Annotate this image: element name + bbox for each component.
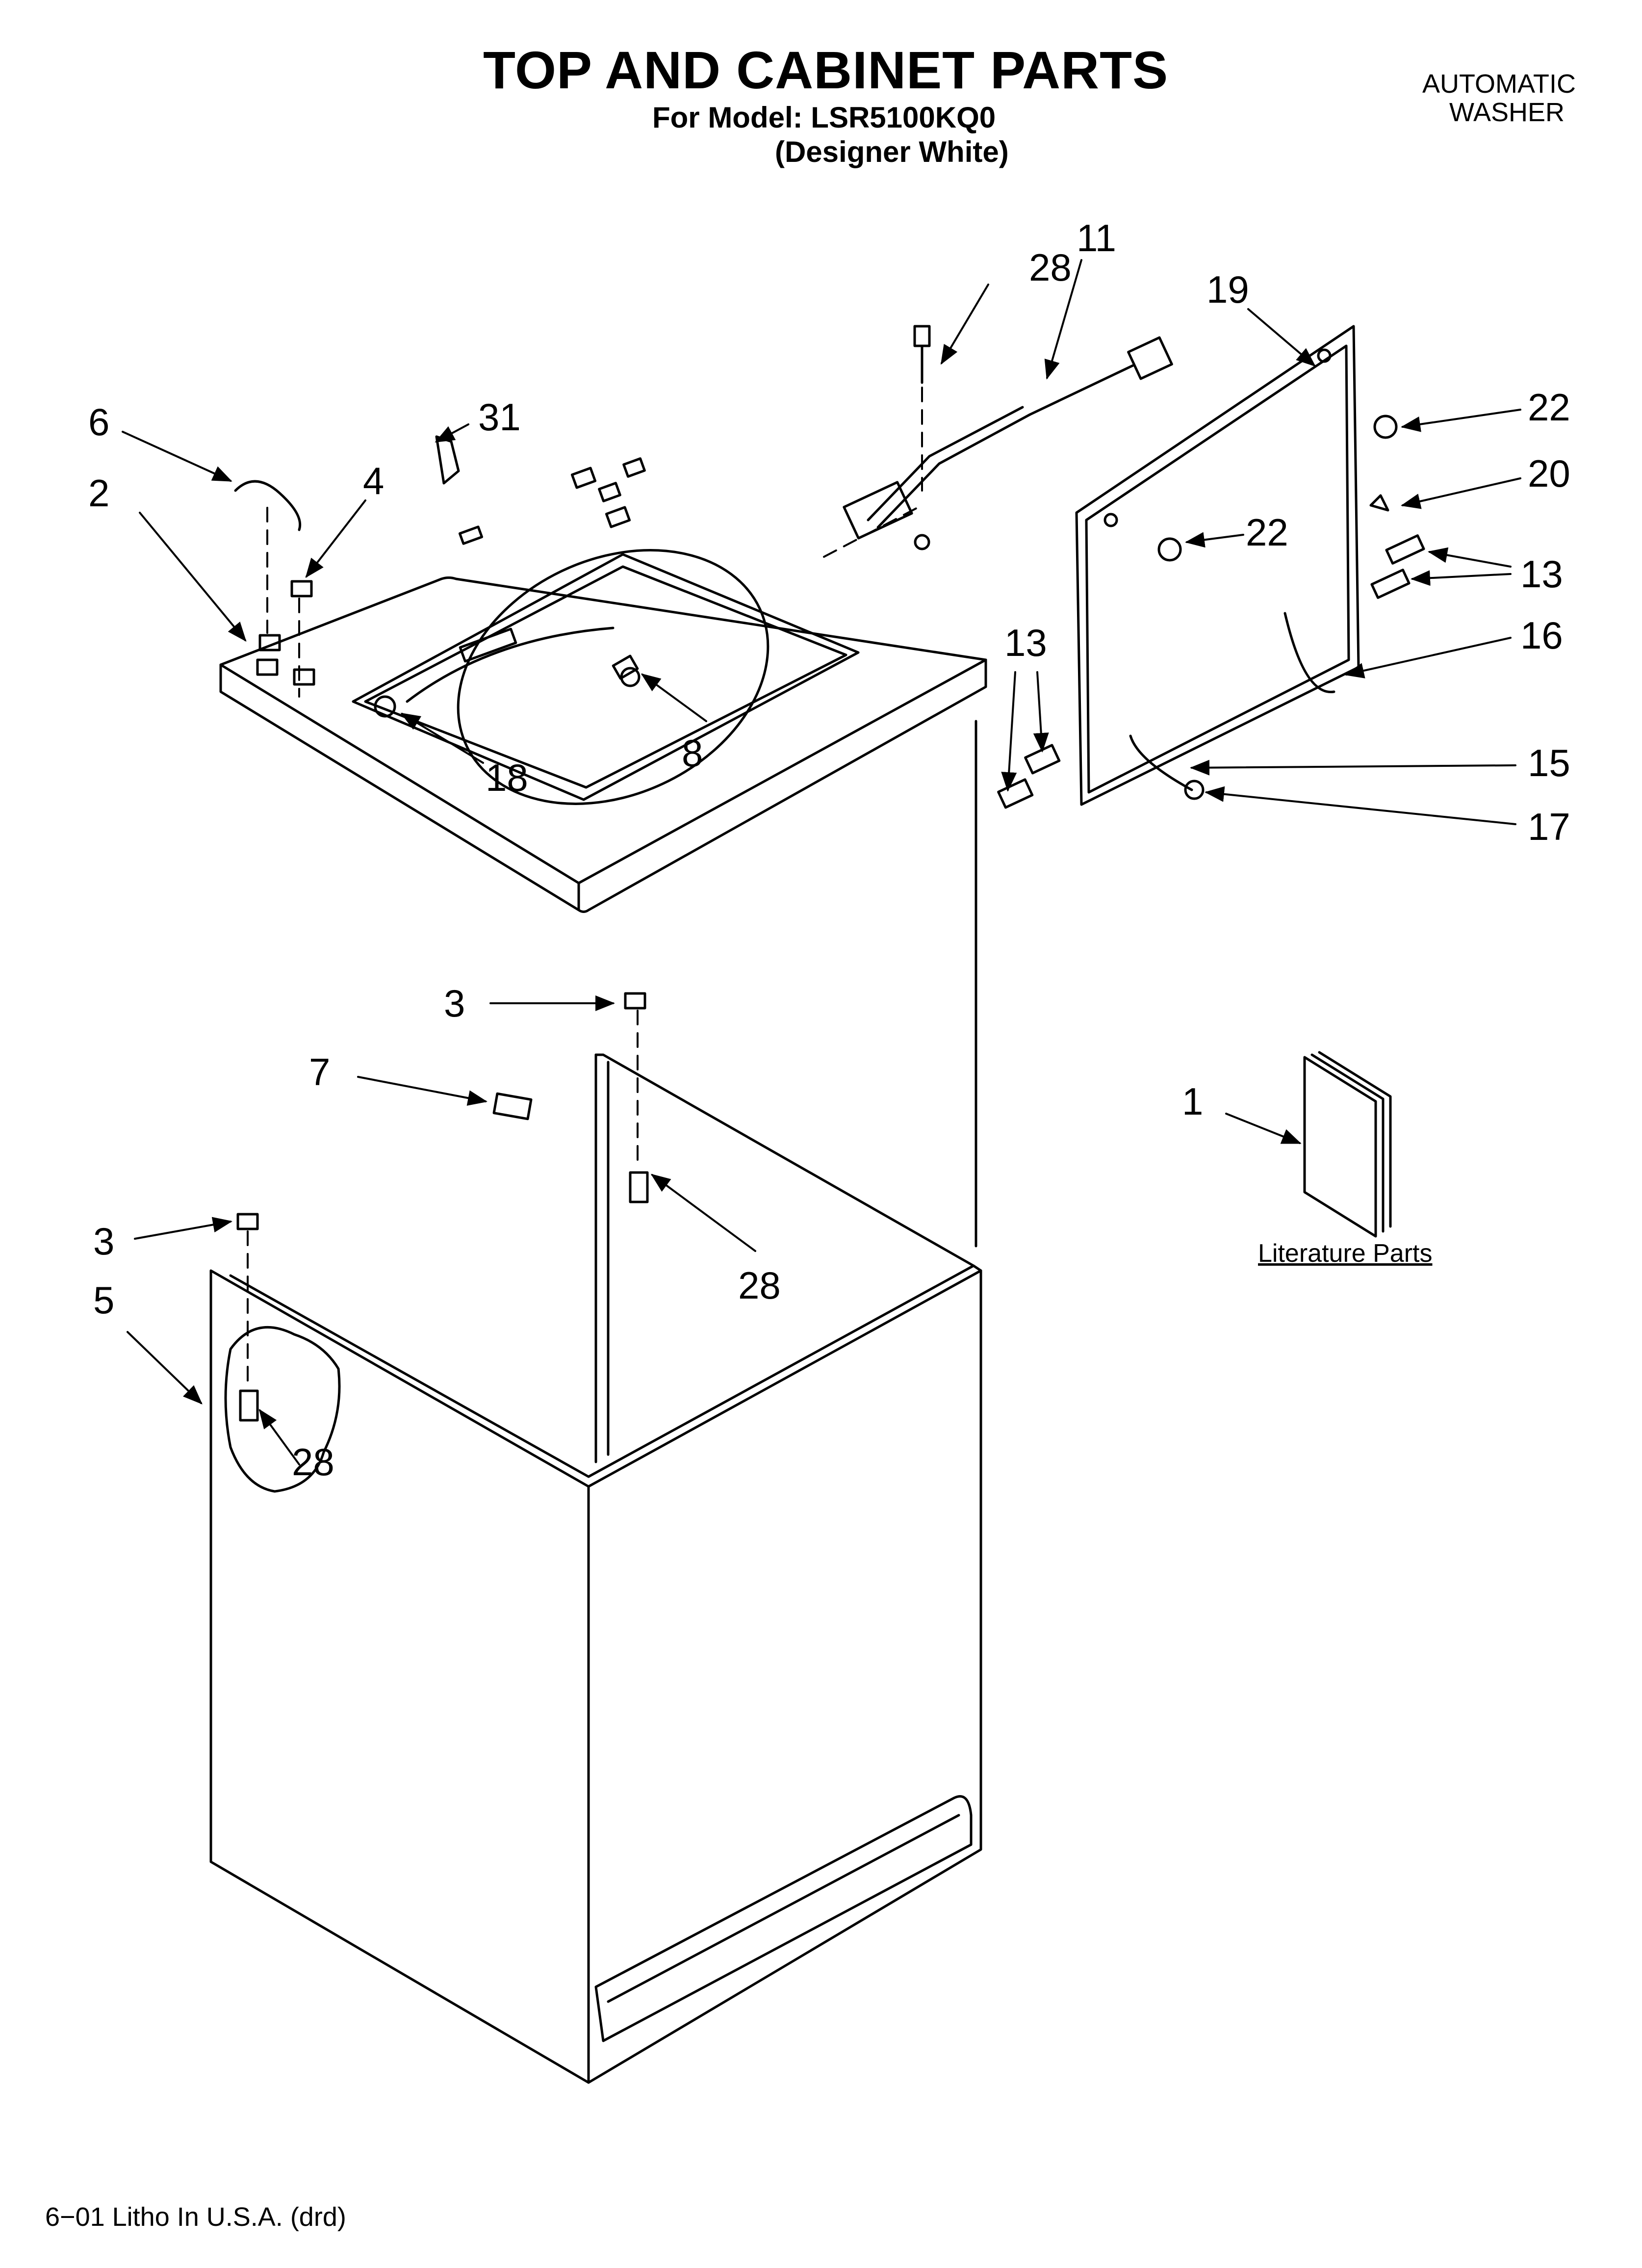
callout-3-top: 3 (444, 982, 465, 1025)
page-title: TOP AND CABINET PARTS (483, 40, 1169, 100)
callout-4: 4 (363, 459, 385, 502)
corner-label-automatic: AUTOMATIC (1422, 69, 1576, 99)
variant-line: (Designer White) (775, 135, 1009, 168)
callout-7: 7 (309, 1050, 331, 1094)
callout-28-middle: 28 (738, 1264, 781, 1307)
footer-print-info: 6−01 Litho In U.S.A. (drd) (45, 2202, 346, 2232)
callout-20: 20 (1528, 452, 1570, 495)
callout-8: 8 (682, 731, 703, 775)
callout-22-center: 22 (1246, 511, 1288, 554)
callout-13-right: 13 (1520, 552, 1563, 596)
callout-31: 31 (478, 395, 521, 439)
callout-22-right: 22 (1528, 386, 1570, 429)
callout-arrows (122, 259, 1521, 1465)
cabinet (209, 720, 982, 2084)
callout-2: 2 (88, 471, 110, 515)
callout-28-bottom: 28 (292, 1440, 334, 1484)
literature-booklet (1303, 1051, 1392, 1238)
callout-15: 15 (1528, 741, 1570, 784)
callout-18: 18 (486, 756, 528, 799)
callout-16: 16 (1520, 614, 1563, 657)
callout-13-left: 13 (1004, 621, 1047, 664)
callout-6: 6 (88, 400, 110, 443)
callout-1: 1 (1182, 1080, 1204, 1123)
callout-28-top: 28 (1029, 246, 1072, 289)
wire-harness (843, 336, 1173, 550)
rear-panel-frame (1075, 325, 1360, 806)
fasteners (234, 325, 1425, 1422)
corner-label-washer: WASHER (1449, 98, 1565, 127)
model-line: For Model: LSR5100KQ0 (652, 101, 996, 134)
guide-lines (247, 387, 923, 1384)
top-panel (219, 457, 987, 913)
callout-11: 11 (1077, 216, 1116, 260)
callout-3-left: 3 (93, 1220, 115, 1263)
callout-17: 17 (1528, 805, 1570, 848)
callout-5: 5 (93, 1278, 115, 1322)
callout-19: 19 (1206, 268, 1249, 311)
literature-parts-label: Literature Parts (1258, 1239, 1433, 1268)
